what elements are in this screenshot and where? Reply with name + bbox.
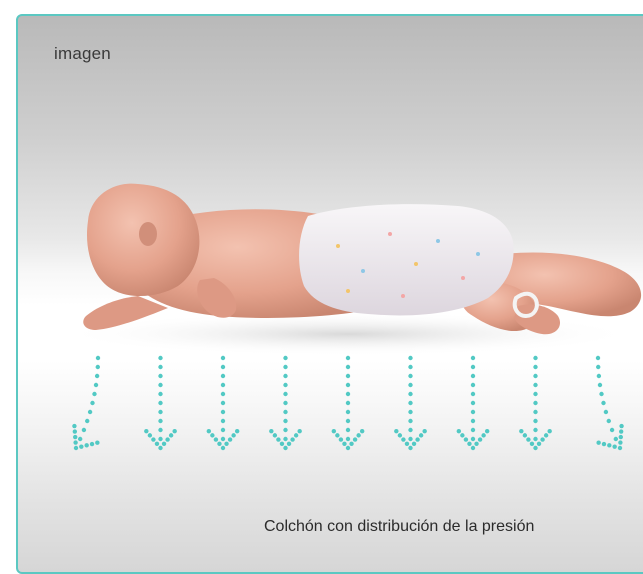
pressure-arrow xyxy=(595,355,624,451)
baby-hand xyxy=(197,278,237,318)
pressure-arrow xyxy=(144,355,177,451)
pressure-arrow xyxy=(456,355,490,451)
image-frame: imagen Colchón con distribución de la pr… xyxy=(16,14,643,574)
baby-arm xyxy=(83,296,168,330)
caption: Colchón con distribución de la presión xyxy=(264,518,535,535)
pressure-arrow xyxy=(394,355,427,451)
pressure-arrow xyxy=(72,355,101,451)
image-label: imagen xyxy=(54,44,111,63)
diaper xyxy=(299,204,514,316)
pressure-arrow xyxy=(206,355,240,451)
pressure-arrows xyxy=(72,355,624,451)
ankle-tag xyxy=(512,291,539,319)
pressure-arrow xyxy=(331,355,365,451)
baby-illustration xyxy=(58,183,642,451)
diaper-pattern xyxy=(336,232,480,298)
baby-ear xyxy=(139,222,157,246)
pressure-arrow xyxy=(269,355,302,451)
baby-foot xyxy=(514,304,561,335)
pressure-arrow xyxy=(519,355,552,451)
